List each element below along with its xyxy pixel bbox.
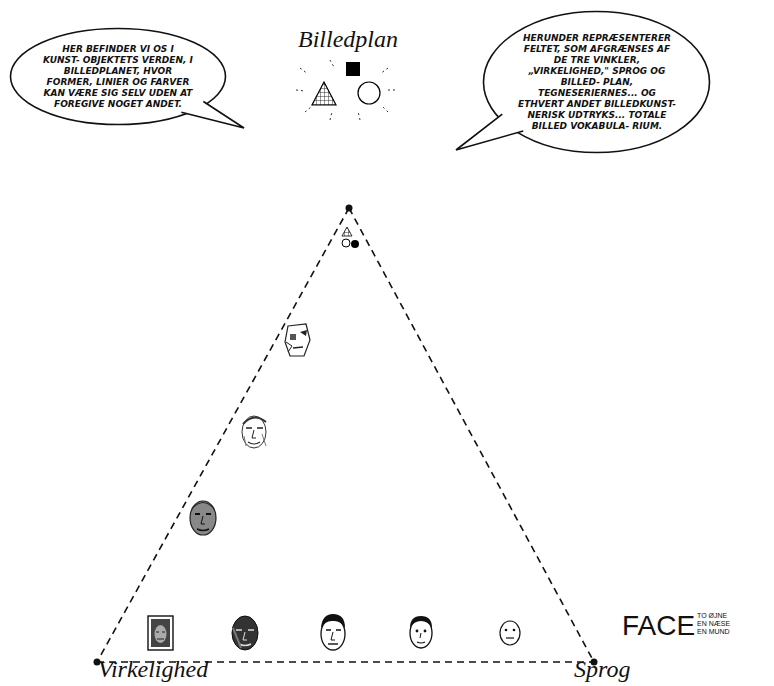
vertex-label: Sprog: [574, 656, 630, 683]
face-shaded: [190, 501, 216, 535]
bubble-tail: [181, 102, 244, 128]
bubble-tail: [456, 114, 523, 150]
speech-bubble: HERUNDER REPRÆSENTERER FELTET, SOM AFGRÆ…: [482, 10, 711, 154]
bubble-outline: [9, 27, 227, 126]
picture-triangle: [97, 208, 594, 662]
face-note: TO ØJNE EN NÆSE EN MUND: [697, 612, 733, 636]
speech-bubble: HER BEFINDER VI OS I KUNST- OBJEKTETS VE…: [9, 27, 227, 126]
bubble-text: HER BEFINDER VI OS I KUNST- OBJEKTETS VE…: [43, 44, 193, 110]
apex-shapes: [342, 227, 359, 248]
vertex-label: Virkelighed: [98, 656, 208, 683]
face-detailed: [321, 614, 345, 650]
face-simple: [410, 616, 432, 648]
face-abstract-2: [242, 416, 266, 448]
vertex-label: Billedplan: [298, 26, 398, 53]
face-photo: [148, 616, 173, 650]
picture-plane-shapes: [296, 60, 395, 120]
face-iconic: [500, 621, 520, 645]
face-abstract-1: [285, 324, 310, 356]
vertex-dot: [94, 205, 598, 666]
face-realistic: [232, 616, 258, 650]
face-word: FACE: [622, 610, 695, 642]
bubble-text: HERUNDER REPRÆSENTERER FELTET, SOM AFGRÆ…: [518, 33, 676, 132]
